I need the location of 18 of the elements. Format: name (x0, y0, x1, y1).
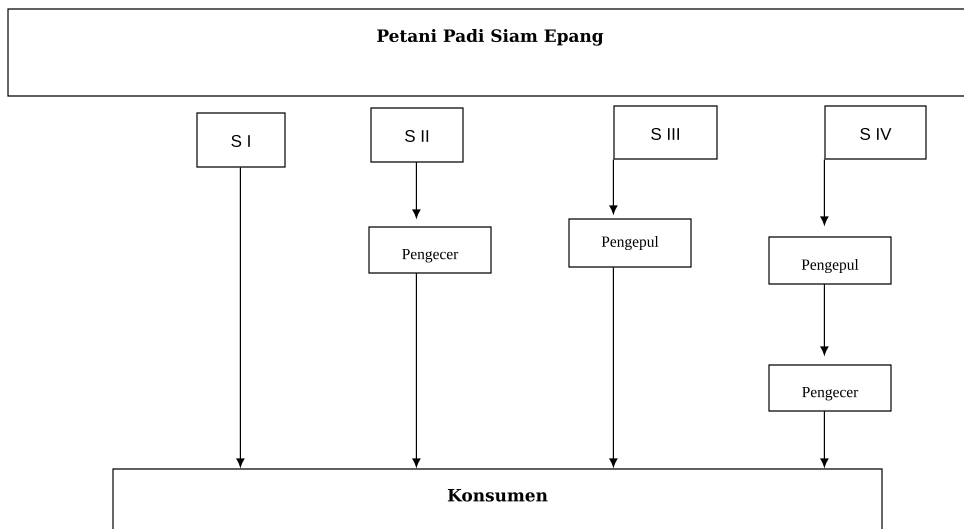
heading-box: Petani Padi Siam Epang (7, 8, 964, 97)
stage-box: S II (370, 107, 464, 163)
arrow (609, 268, 618, 467)
stage-box: S III (613, 105, 718, 160)
arrow (412, 162, 420, 218)
arrow (236, 168, 244, 467)
process-box: Pengepul (768, 236, 892, 285)
process-box: Pengecer (768, 364, 892, 412)
arrow (820, 284, 828, 355)
process-box: Pengecer (368, 226, 492, 274)
arrow (820, 160, 828, 225)
arrow (609, 160, 618, 214)
stage-box: S I (196, 112, 286, 168)
arrow (412, 274, 420, 467)
process-box: Pengepul (568, 218, 692, 268)
consumer-box: Konsumen (112, 468, 883, 529)
arrow (820, 412, 828, 467)
stage-box: S IV (824, 105, 927, 160)
